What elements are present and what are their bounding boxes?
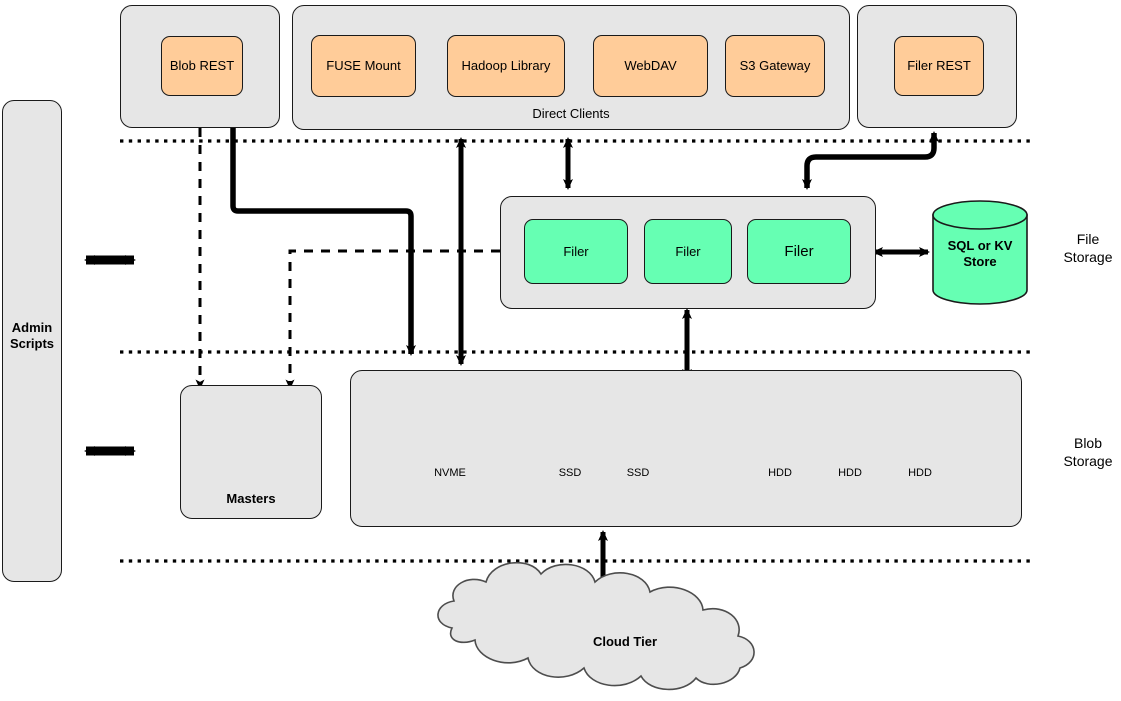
admin-scripts-panel[interactable]: Admin Scripts [2,100,62,582]
filer-node-1[interactable]: Filer [524,219,628,284]
admin-scripts-label-line2: Scripts [9,336,55,351]
volume-servers-group [350,370,1022,527]
blob-rest-group: Blob REST [120,5,280,128]
client-webdav[interactable]: WebDAV [593,35,708,97]
filer-rest-group: Filer REST [857,5,1017,128]
cloud-tier-shape [437,561,755,691]
blob-rest-node[interactable]: Blob REST [161,36,243,96]
direct-clients-caption: Direct Clients [532,105,610,121]
metastore-label-line2: Store [963,253,997,269]
blob-rest-to-volumes-line [230,128,416,356]
filer-to-masters-dashed [285,249,500,390]
masters-label: Masters [226,490,276,506]
file-storage-label-line1: File [1076,231,1100,247]
direct-clients-group: FUSE Mount Hadoop Library WebDAV S3 Gate… [292,5,850,130]
client-s3-gateway[interactable]: S3 Gateway [725,35,825,97]
blob-storage-label-line1: Blob [1073,435,1103,451]
admin-scripts-label: Admin Scripts [3,316,61,356]
masters-group: Masters [180,385,322,519]
filer-node-2[interactable]: Filer [644,219,732,284]
filer-rest-node[interactable]: Filer REST [894,36,984,96]
blob-storage-label-line2: Storage [1063,453,1113,470]
filer-node-3[interactable]: Filer [747,219,851,284]
metastore-label-line1: SQL or KV [947,238,1013,253]
admin-scripts-label-line1: Admin [11,319,53,335]
file-storage-label-line2: Storage [1063,249,1113,266]
blob-storage-tier-label: Blob Storage [1055,434,1121,478]
metastore-label: SQL or KV Store [933,238,1027,269]
filer-group: Filer Filer Filer [500,196,876,309]
client-fuse-mount[interactable]: FUSE Mount [311,35,416,97]
metastore-cylinder [932,200,1028,305]
client-hadoop-library[interactable]: Hadoop Library [447,35,565,97]
filer-rest-to-filer-arrow [802,131,939,190]
cloud-tier-label: Cloud Tier [592,634,658,649]
file-storage-tier-label: File Storage [1055,230,1121,274]
